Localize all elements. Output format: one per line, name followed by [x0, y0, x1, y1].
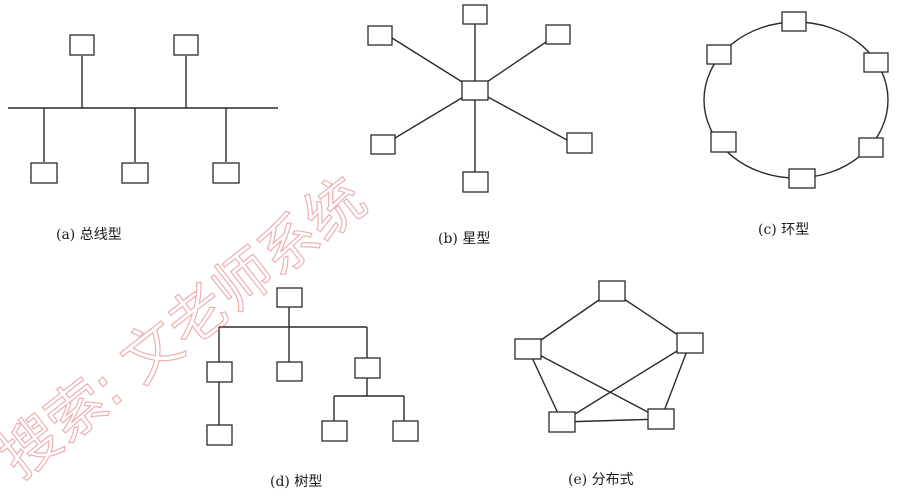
mesh-node — [514, 338, 542, 360]
tree-node — [206, 424, 233, 446]
mesh-link — [527, 348, 563, 423]
bus-topology: (a) 总线型 — [8, 34, 278, 243]
star-node — [566, 132, 593, 154]
star-node — [545, 24, 571, 45]
tree-node — [321, 420, 348, 442]
caption-tree: (d) 树型 — [270, 474, 322, 490]
star-node — [367, 25, 393, 46]
bus-node — [69, 34, 95, 56]
ring-node — [706, 44, 732, 65]
mesh-link — [561, 418, 662, 423]
tree-node — [206, 361, 233, 383]
tree-root-node — [276, 287, 303, 308]
mesh-node — [598, 280, 626, 302]
bus-node — [121, 162, 149, 184]
ring-node — [781, 11, 807, 32]
tree-node — [392, 420, 419, 442]
mesh-link — [561, 342, 691, 423]
tree-node — [276, 361, 303, 382]
ring-node — [863, 52, 889, 73]
star-link — [391, 37, 476, 91]
ring-node — [788, 168, 816, 189]
mesh-link — [527, 290, 613, 350]
mesh-link — [660, 342, 691, 420]
bus-node — [30, 162, 58, 184]
ring-node — [858, 137, 884, 158]
bus-node — [173, 34, 199, 56]
star-link — [474, 89, 568, 141]
star-node — [462, 171, 489, 193]
tree-topology: (d) 树型 — [206, 287, 419, 490]
star-node — [370, 134, 396, 155]
caption-star: (b) 星型 — [438, 231, 490, 247]
star-node — [462, 4, 488, 25]
caption-bus: (a) 总线型 — [56, 227, 122, 243]
mesh-node — [548, 411, 576, 433]
ring-topology: (c) 环型 — [703, 11, 889, 238]
mesh-node — [647, 408, 675, 430]
tree-node — [354, 357, 381, 379]
star-topology: (b) 星型 — [367, 4, 593, 247]
mesh-topology: (e) 分布式 — [514, 280, 704, 488]
caption-mesh: (e) 分布式 — [568, 472, 634, 488]
mesh-node — [676, 332, 704, 354]
star-hub-node — [461, 80, 489, 101]
bus-node — [212, 162, 240, 184]
mesh-link — [527, 348, 662, 420]
ring-node — [710, 131, 737, 153]
caption-ring: (c) 环型 — [758, 222, 809, 238]
